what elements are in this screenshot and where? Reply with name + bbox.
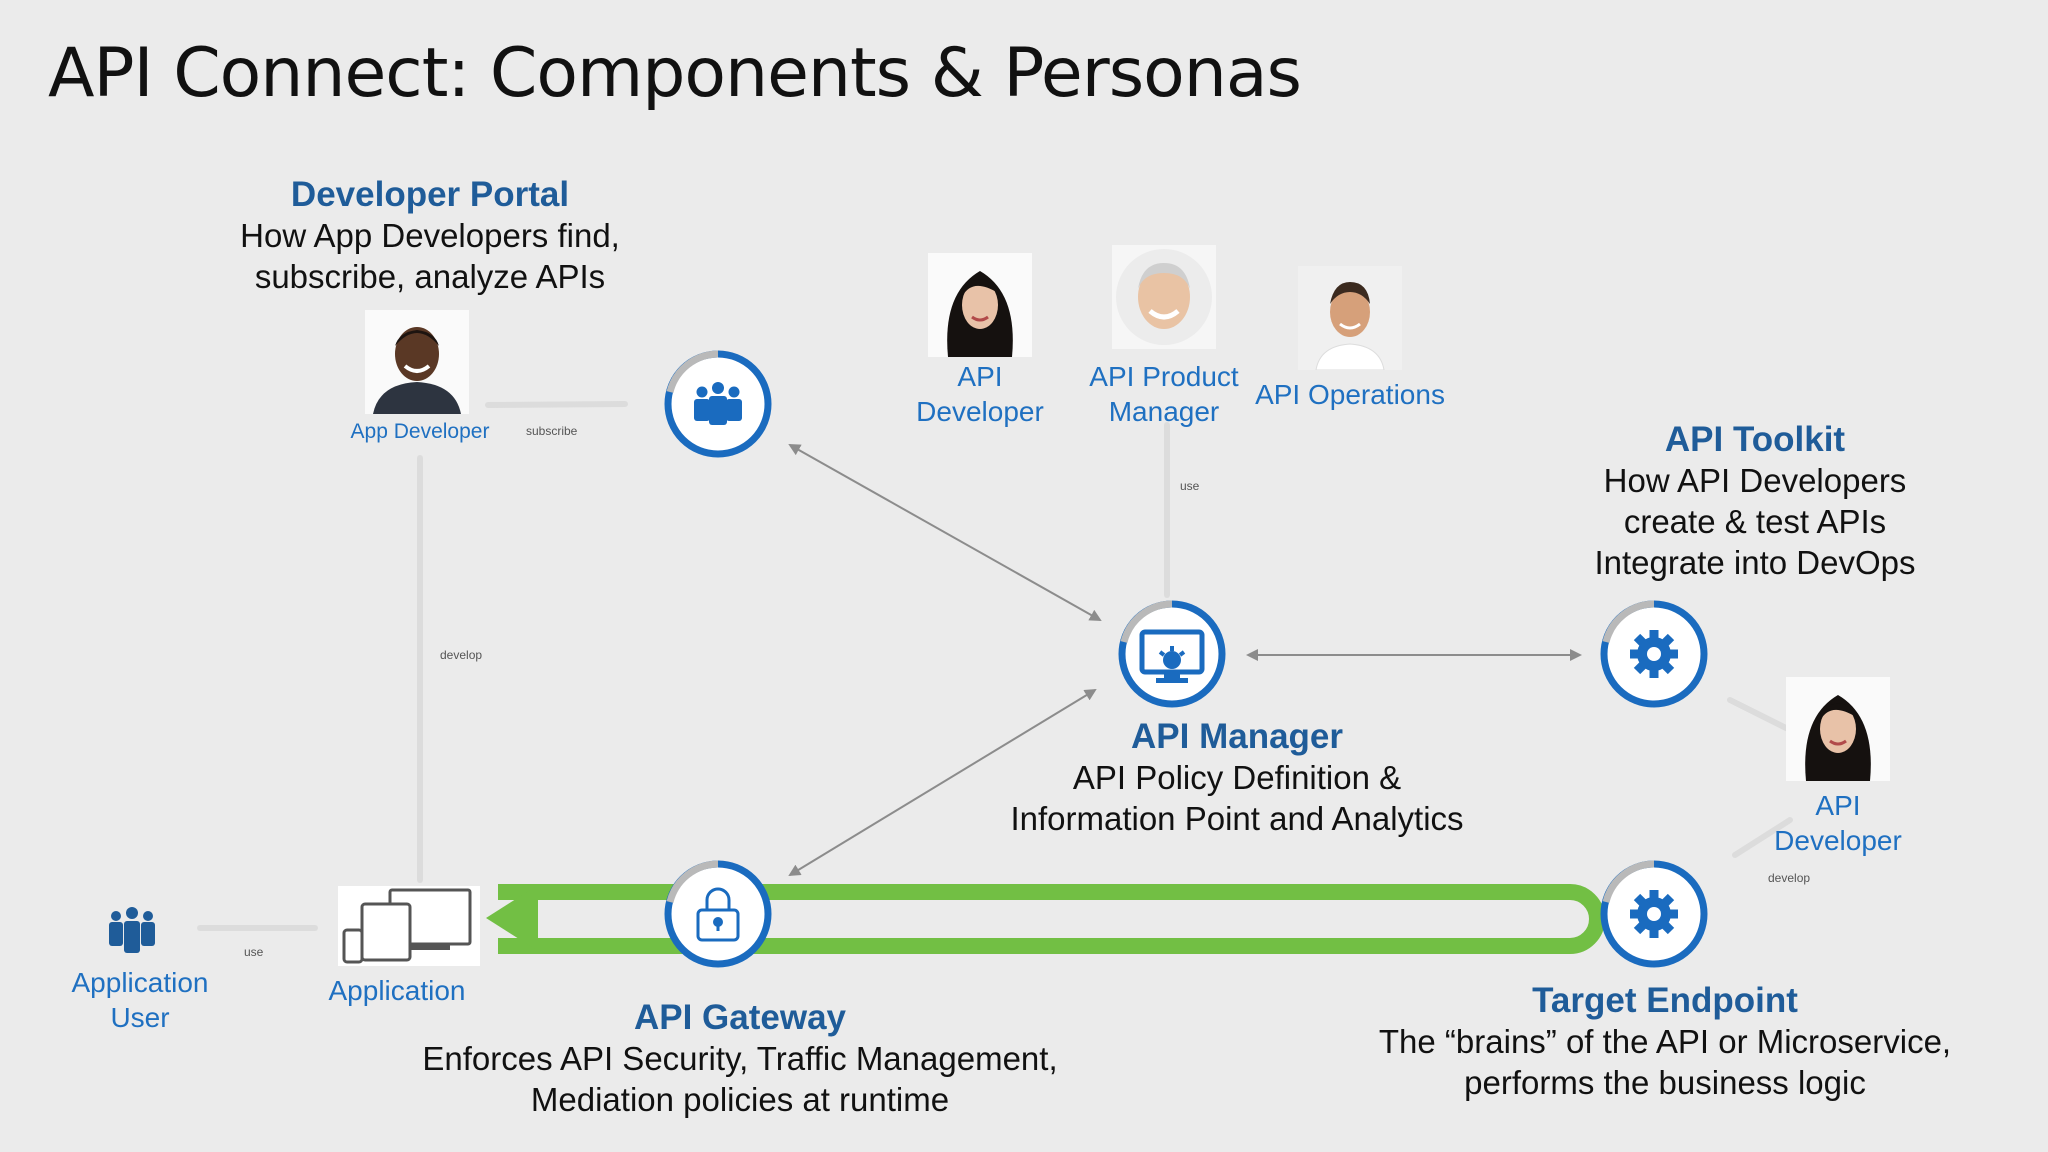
api-toolkit-desc-2: create & test APIs	[1623, 503, 1887, 540]
app-developer-label: App Developer	[350, 420, 490, 443]
api-gateway-heading: API Gateway	[633, 998, 847, 1037]
team-icon	[694, 382, 742, 425]
target-endpoint-node[interactable]	[1598, 858, 1710, 970]
link-app-developer-portal	[485, 401, 628, 408]
monitor-gear-icon	[1139, 629, 1205, 683]
gear-icon	[1630, 630, 1678, 678]
application-user-icon-wrap	[104, 906, 160, 956]
api-gateway-block: API Gateway Enforces API Security, Traff…	[390, 997, 1090, 1120]
edge-label-develop-right: develop	[1768, 871, 1811, 885]
api-developer-right-photo	[1786, 677, 1890, 781]
edge-label-use-bottom: use	[244, 945, 264, 959]
edge-label-subscribe: subscribe	[526, 424, 578, 438]
api-developer-right-label-1: API	[1815, 790, 1861, 821]
target-endpoint-desc-2: performs the business logic	[1464, 1064, 1866, 1101]
api-developer-top-label: API Developer	[880, 359, 1080, 429]
api-toolkit-node[interactable]	[1598, 598, 1710, 710]
api-manager-desc-1: API Policy Definition &	[1072, 759, 1402, 796]
page-title: API Connect: Components & Personas	[48, 34, 1302, 113]
api-developer-top-label-2: Developer	[916, 396, 1044, 427]
api-toolkit-desc-3: Integrate into DevOps	[1594, 544, 1916, 581]
link-api-developer-toolkit	[1727, 697, 1793, 733]
application-device	[338, 886, 480, 966]
api-developer-right-label: API Developer	[1738, 788, 1938, 858]
api-developer-top-label-1: API	[957, 361, 1003, 392]
developer-portal-block: Developer Portal How App Developers find…	[180, 174, 680, 297]
edge-label-use-top: use	[1180, 479, 1200, 493]
api-gateway-desc-1: Enforces API Security, Traffic Managemen…	[422, 1040, 1058, 1077]
link-api-developer-endpoint	[1732, 817, 1793, 858]
gear-icon	[1630, 890, 1678, 938]
api-gateway-desc-2: Mediation policies at runtime	[530, 1081, 950, 1118]
target-endpoint-desc-1: The “brains” of the API or Microservice,	[1378, 1023, 1952, 1060]
api-toolkit-desc-1: How API Developers	[1603, 462, 1907, 499]
runtime-flow-loop	[498, 884, 1605, 954]
api-product-manager-label-1: API Product	[1089, 361, 1239, 392]
developer-portal-node[interactable]	[662, 348, 774, 460]
api-developer-top-photo	[928, 253, 1032, 357]
arrow-gateway-manager	[788, 688, 1097, 877]
api-manager-heading: API Manager	[1131, 717, 1343, 756]
users-icon	[109, 907, 155, 953]
api-manager-node[interactable]	[1116, 598, 1228, 710]
api-toolkit-block: API Toolkit How API Developers create & …	[1530, 419, 1980, 583]
application-user-label: Application User	[40, 965, 240, 1035]
devices-icon	[338, 886, 480, 966]
lock-icon	[696, 887, 740, 942]
api-toolkit-heading: API Toolkit	[1664, 420, 1846, 459]
edge-label-develop-left: develop	[440, 648, 483, 662]
api-manager-desc-2: Information Point and Analytics	[1010, 800, 1464, 837]
target-endpoint-block: Target Endpoint The “brains” of the API …	[1340, 980, 1990, 1103]
api-product-manager-photo	[1112, 245, 1216, 349]
application-user-label-1: Application	[71, 967, 209, 998]
api-manager-block: API Manager API Policy Definition & Info…	[937, 716, 1537, 839]
api-operations-label: API Operations	[1255, 379, 1445, 410]
application-label: Application	[328, 975, 466, 1006]
api-operations-photo	[1298, 266, 1402, 370]
app-developer-photo	[365, 310, 469, 414]
runtime-flow-arrowhead	[486, 885, 538, 951]
developer-portal-heading: Developer Portal	[290, 175, 570, 214]
api-developer-right-label-2: Developer	[1774, 825, 1902, 856]
target-endpoint-heading: Target Endpoint	[1532, 981, 1798, 1020]
api-product-manager-label-2: Manager	[1108, 396, 1220, 427]
arrow-portal-manager	[788, 444, 1102, 621]
developer-portal-desc-2: subscribe, analyze APIs	[254, 258, 606, 295]
application-user-label-2: User	[110, 1002, 170, 1033]
developer-portal-desc-1: How App Developers find,	[240, 217, 620, 254]
api-product-manager-label: API Product Manager	[1064, 359, 1264, 429]
api-gateway-node[interactable]	[662, 858, 774, 970]
